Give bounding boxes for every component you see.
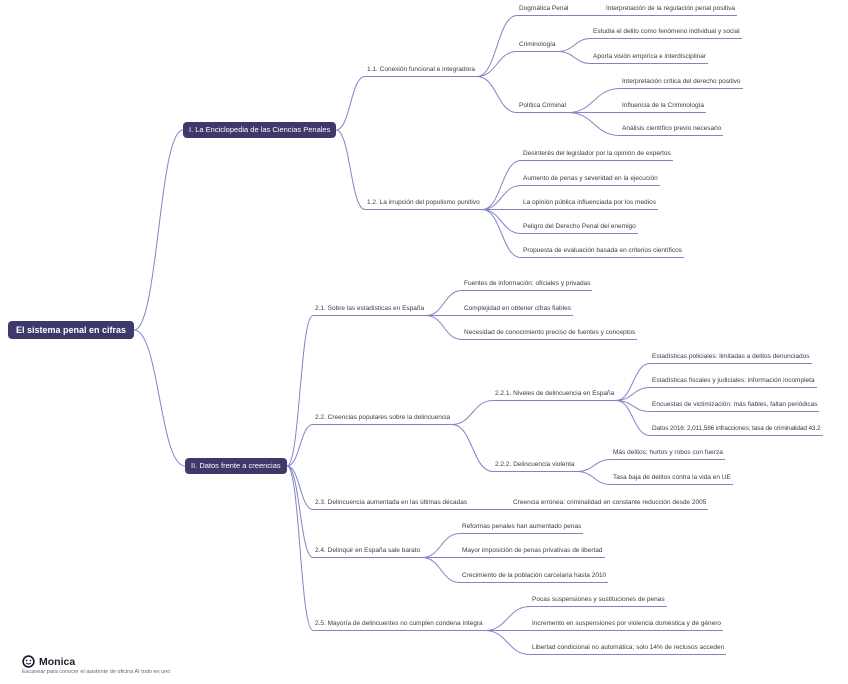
- mindmap-leaf[interactable]: Desinterés del legislador por la opinión…: [521, 149, 673, 161]
- subtopic-2-2-1[interactable]: 2.2.1. Niveles de delincuencia en España: [493, 389, 617, 401]
- monica-brand: Monica: [39, 655, 76, 668]
- mindmap-leaf[interactable]: La opinión pública influenciada por los …: [521, 198, 658, 210]
- mindmap-leaf[interactable]: Creencia errónea: criminalidad en consta…: [511, 498, 709, 510]
- subtopic-2-5[interactable]: 2.5. Mayoría de delincuentes no cumplen …: [313, 619, 485, 631]
- topic-criminologia[interactable]: Criminología: [517, 40, 558, 52]
- mindmap-leaf[interactable]: Reformas penales han aumentado penas: [460, 522, 584, 534]
- mindmap-leaf[interactable]: Crecimiento de la población carcelaria h…: [460, 571, 609, 583]
- subtopic-1-2[interactable]: 1.2. La irrupción del populismo punitivo: [365, 198, 482, 210]
- mindmap-leaf[interactable]: Tasa baja de delitos contra la vida en U…: [611, 473, 733, 485]
- topic-politica-criminal[interactable]: Política Criminal: [517, 101, 568, 113]
- mindmap-leaf[interactable]: Necesidad de conocimiento preciso de fue…: [462, 328, 638, 340]
- branch-topic-1[interactable]: I. La Enciclopedia de las Ciencias Penal…: [183, 122, 337, 138]
- subtopic-2-1[interactable]: 2.1. Sobre las estadísticas en España: [313, 304, 427, 316]
- subtopic-2-2-2[interactable]: 2.2.2. Delincuencia violenta: [493, 460, 577, 472]
- mindmap-leaf[interactable]: Influencia de la Criminología: [620, 101, 707, 113]
- topic-dogmatica-penal[interactable]: Dogmática Penal: [517, 4, 571, 16]
- mindmap-leaf[interactable]: Interpretación de la regulación penal po…: [604, 4, 738, 16]
- subtopic-1-1[interactable]: 1.1. Conexión funcional e integradora: [365, 65, 478, 77]
- mindmap-leaf[interactable]: Aumento de penas y severidad en la ejecu…: [521, 174, 660, 186]
- mindmap-leaf[interactable]: Datos 2016: 2,011,586 infracciones; tasa…: [650, 424, 823, 436]
- mindmap-leaf[interactable]: Análisis científico previo necesario: [620, 124, 724, 136]
- mindmap-leaf[interactable]: Mayor imposición de penas privativas de …: [460, 546, 605, 558]
- mindmap-leaf[interactable]: Fuentes de información: oficiales y priv…: [462, 279, 593, 291]
- mindmap-leaf[interactable]: Estudia el delito como fenómeno individu…: [591, 27, 742, 39]
- mindmap-leaf[interactable]: Estadísticas policiales: limitadas a del…: [650, 352, 812, 364]
- mindmap-leaf[interactable]: Interpretación crítica del derecho posit…: [620, 77, 743, 89]
- branch-topic-2[interactable]: II. Datos frente a creencias: [185, 458, 287, 474]
- root-topic[interactable]: El sistema penal en cifras: [8, 321, 135, 339]
- mindmap-leaf[interactable]: Libertad condicional no automática; solo…: [530, 643, 727, 655]
- monica-logo-icon: [22, 655, 35, 668]
- subtopic-2-3[interactable]: 2.3. Delincuencia aumentada en las últim…: [313, 498, 470, 510]
- mindmap-leaf[interactable]: Peligro del Derecho Penal del enemigo: [521, 222, 638, 234]
- mindmap-leaf[interactable]: Propuesta de evaluación basada en criter…: [521, 246, 684, 258]
- mindmap-leaf[interactable]: Incremento en suspensiones por violencia…: [530, 619, 723, 631]
- monica-watermark: Monica Escanear para conocer el asistent…: [22, 655, 170, 675]
- subtopic-2-2[interactable]: 2.2. Creencias populares sobre la delinc…: [313, 413, 453, 425]
- mindmap-leaf[interactable]: Encuestas de victimización: más fiables,…: [650, 400, 820, 412]
- mindmap-leaf[interactable]: Estadísticas fiscales y judiciales: info…: [650, 376, 817, 388]
- mindmap-leaf[interactable]: Aporta visión empírica e interdisciplina…: [591, 52, 709, 64]
- subtopic-2-4[interactable]: 2.4. Delinquir en España sale barato: [313, 546, 423, 558]
- mindmap-leaf[interactable]: Pocas suspensiones y sustituciones de pe…: [530, 595, 667, 607]
- mindmap-leaf[interactable]: Más delitos: hurtos y robos con fuerza: [611, 448, 725, 460]
- watermark-tagline: Escanear para conocer el asistente de of…: [22, 669, 171, 675]
- mindmap-leaf[interactable]: Complejidad en obtener cifras fiables: [462, 304, 573, 316]
